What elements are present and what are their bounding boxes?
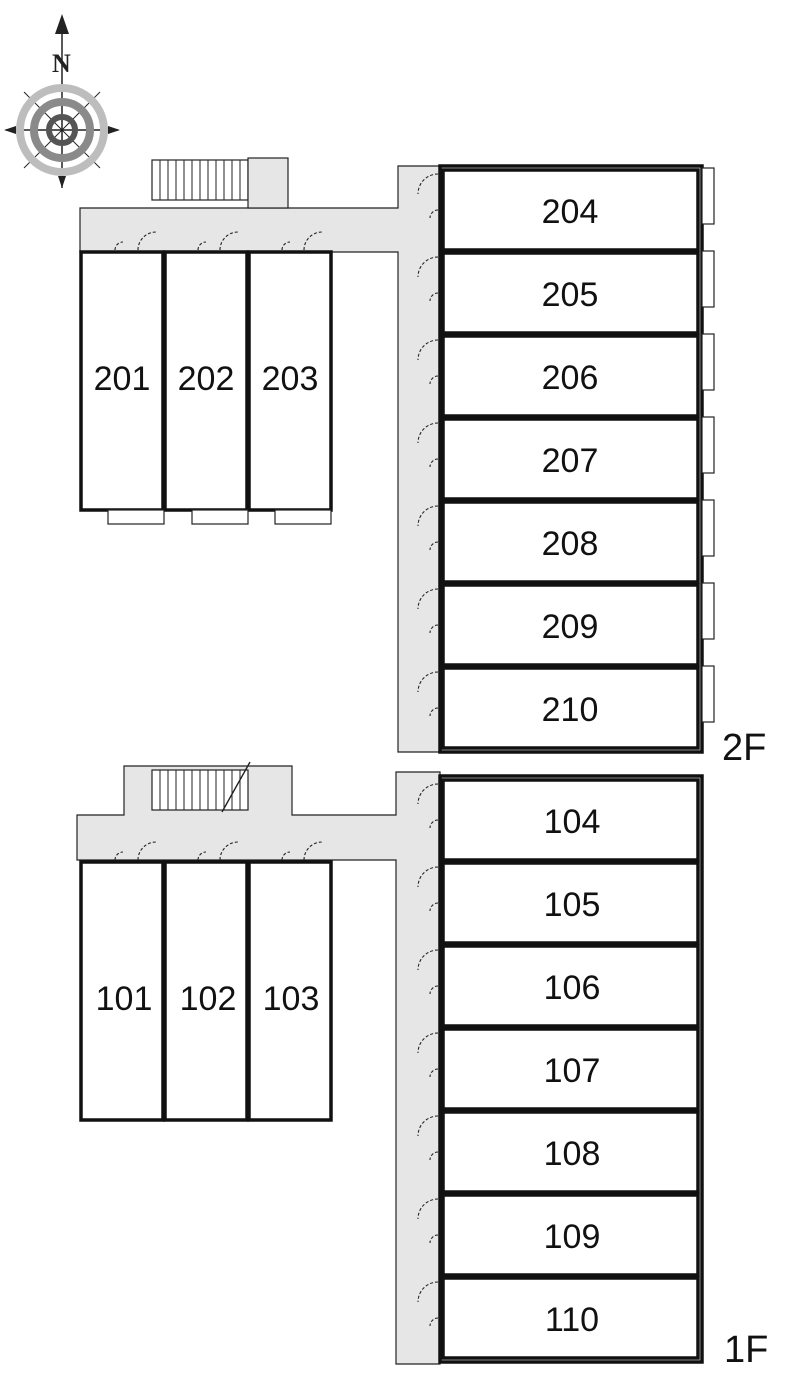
north-label: N <box>52 49 71 78</box>
doors-2f-left <box>114 231 323 251</box>
unit-label-107: 107 <box>544 1052 601 1090</box>
doors-1f-left <box>114 841 323 861</box>
unit-label-203: 203 <box>262 360 319 398</box>
unit-label-209: 209 <box>542 608 599 646</box>
stair-steps-2f <box>159 160 241 200</box>
unit-label-106: 106 <box>544 969 601 1007</box>
compass-icon: N <box>4 14 120 188</box>
unit-label-208: 208 <box>542 525 599 563</box>
unit-106 <box>441 944 700 1028</box>
unit-label-206: 206 <box>542 359 599 397</box>
doors-1f-right <box>417 783 439 1327</box>
unit-206 <box>441 334 700 418</box>
unit-207 <box>441 417 700 501</box>
landing-2f <box>247 157 289 209</box>
unit-label-201: 201 <box>94 360 151 398</box>
unit-201 <box>79 250 165 512</box>
unit-label-102: 102 <box>180 980 237 1018</box>
corridor-1f <box>76 765 441 1365</box>
floor-label-1f: 1F <box>724 1329 768 1371</box>
unit-label-109: 109 <box>544 1218 601 1256</box>
floor-2f: 201 202 203 20 <box>79 157 766 769</box>
unit-107 <box>441 1027 700 1111</box>
unit-104 <box>441 778 700 862</box>
unit-209 <box>441 583 700 667</box>
unit-103 <box>247 860 333 1122</box>
balcony-203 <box>274 509 332 525</box>
balcony-202 <box>191 509 249 525</box>
floor-label-2f: 2F <box>722 727 766 769</box>
balconies-2f-right <box>701 167 715 723</box>
unit-105 <box>441 861 700 945</box>
unit-109 <box>441 1193 700 1277</box>
unit-102 <box>163 860 249 1122</box>
unit-label-202: 202 <box>178 360 235 398</box>
doors-2f-right <box>417 173 439 717</box>
unit-label-108: 108 <box>544 1135 601 1173</box>
unit-204 <box>441 168 700 252</box>
unit-label-207: 207 <box>542 442 599 480</box>
block-1f-right <box>438 774 704 1364</box>
unit-110 <box>441 1276 700 1360</box>
unit-label-210: 210 <box>542 691 599 729</box>
unit-label-103: 103 <box>263 980 320 1018</box>
unit-203 <box>247 250 333 512</box>
unit-205 <box>441 251 700 335</box>
unit-108 <box>441 1110 700 1194</box>
unit-101 <box>79 860 165 1122</box>
unit-label-105: 105 <box>544 886 601 924</box>
balcony-201 <box>107 509 165 525</box>
stair-cut-line <box>221 761 251 813</box>
unit-label-204: 204 <box>542 193 599 231</box>
unit-210 <box>441 666 700 750</box>
unit-label-110: 110 <box>545 1301 599 1339</box>
stair-steps-1f <box>159 770 241 810</box>
unit-label-205: 205 <box>542 276 599 314</box>
unit-label-101: 101 <box>96 980 153 1018</box>
floor-1f: 101 102 103 104 105 106 107 108 109 110 … <box>76 761 768 1371</box>
unit-label-104: 104 <box>544 803 601 841</box>
unit-208 <box>441 500 700 584</box>
unit-202 <box>163 250 249 512</box>
